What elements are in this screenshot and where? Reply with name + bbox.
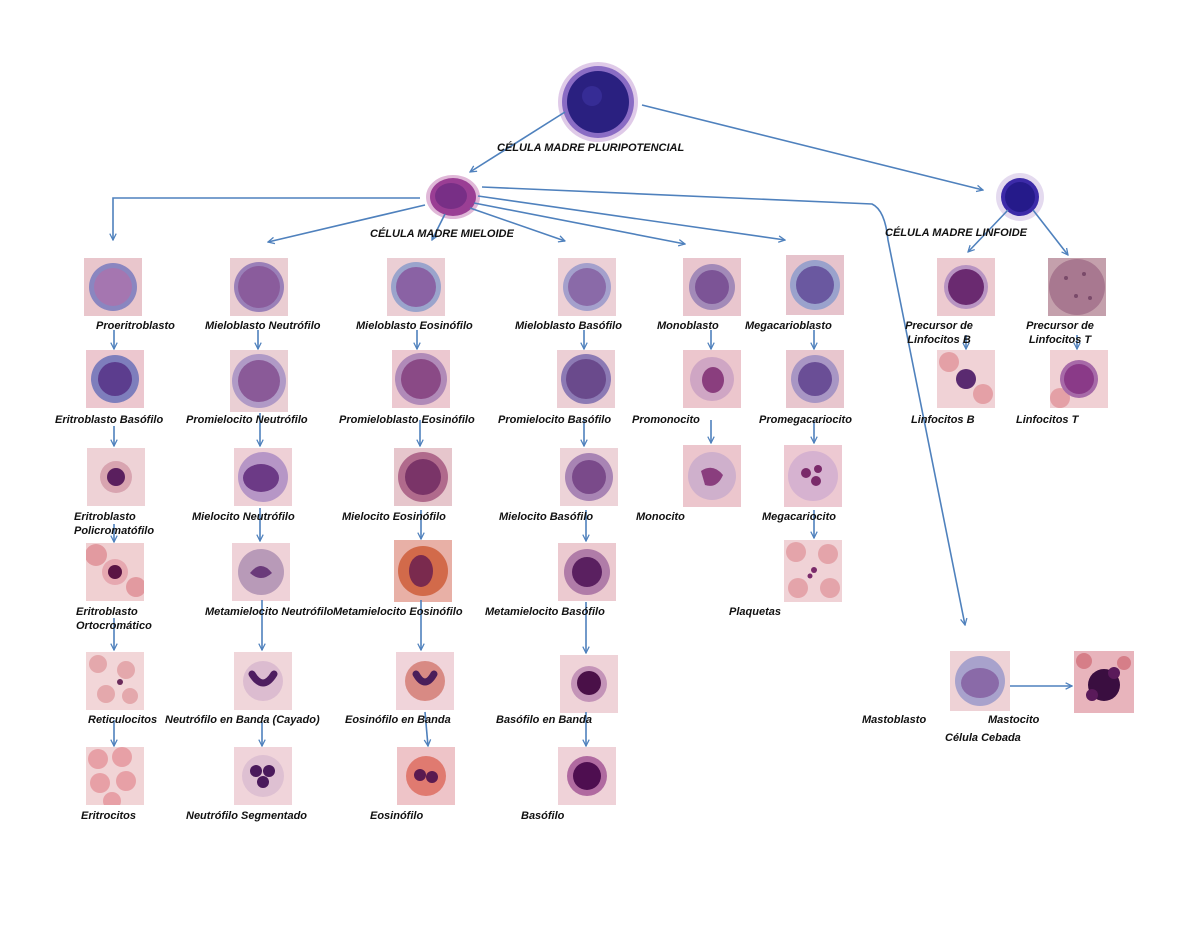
b-lymphocytes-label: Linfocitos B xyxy=(911,414,975,426)
band-eosinophil-image xyxy=(396,652,454,710)
segmented-neutrophil-image xyxy=(234,747,292,805)
t-lymphocytes-label: Linfocitos T xyxy=(1016,414,1079,426)
neutrophil-metamyelocyte-label: Metamielocito Neutrófilo xyxy=(205,606,334,618)
arrow-25 xyxy=(425,711,428,746)
basophil-metamyelocyte-label: Metamielocito Basófilo xyxy=(485,606,605,618)
mastoblast-label: Mastoblasto xyxy=(862,714,927,726)
basophil-myeloblast-image xyxy=(558,258,616,316)
arrow-myeloid-to-neutrophil xyxy=(268,204,426,242)
arrow-pluripotent-to-myeloid xyxy=(470,111,566,172)
neutrophil-myelocyte-label: Mielocito Neutrófilo xyxy=(192,511,295,523)
arrow-myeloid-to-monocyte xyxy=(473,202,685,244)
basophil-image xyxy=(558,747,616,805)
neutrophil-myeloblast-label: Mieloblasto Neutrófilo xyxy=(205,320,321,332)
megakaryoblast-label: Megacarioblasto xyxy=(745,320,832,332)
mastocyte-image xyxy=(1074,651,1134,713)
b-lymphocyte-precursor-image xyxy=(937,258,995,316)
b-lymphocyte-precursor-label: Precursor de Linfocitos B xyxy=(905,320,973,346)
arrow-lymphoid-to-b-precursor xyxy=(968,209,1009,252)
mastoblast-image xyxy=(950,651,1010,711)
band-neutrophil-image xyxy=(234,652,292,710)
arrow-myeloid-to-mast xyxy=(481,186,965,625)
arrow-myeloid-to-megakaryocyte xyxy=(477,195,785,240)
eosinophil-metamyelocyte-label: Metamielocito Eosinófilo xyxy=(333,606,463,618)
band-basophil-image xyxy=(560,655,618,713)
pluripotent-stem-cell-image xyxy=(556,60,640,144)
basophilic-erythroblast-image xyxy=(86,350,144,408)
eosinophil-image xyxy=(397,747,455,805)
t-lymphocyte-precursor-image xyxy=(1048,258,1106,316)
promegakaryocyte-label: Promegacariocito xyxy=(759,414,852,426)
platelets-label: Plaquetas xyxy=(729,606,781,618)
eosinophil-myeloblast-image xyxy=(387,258,445,316)
arrow-pluripotent-to-lymphoid xyxy=(641,104,983,190)
orthochromatic-erythroblast-label: Eritroblasto Ortocromático xyxy=(76,606,152,632)
pluripotent-stem-cell-label: CÉLULA MADRE PLURIPOTENCIAL xyxy=(497,142,685,154)
erythrocytes-label: Eritrocitos xyxy=(81,810,137,822)
neutrophil-promyelocyte-image xyxy=(230,350,288,412)
b-lymphocytes-image xyxy=(937,350,995,408)
platelets-image xyxy=(784,540,842,602)
neutrophil-metamyelocyte-image xyxy=(232,543,290,601)
neutrophil-myeloblast-image xyxy=(230,258,288,316)
neutrophil-promyelocyte-label: Promielocito Neutrófilo xyxy=(186,414,308,426)
eosinophil-promyeloblast-image xyxy=(392,350,450,408)
monocyte-label: Monocito xyxy=(636,511,685,523)
erythrocytes-image xyxy=(86,747,144,805)
arrow-lymphoid-to-t-precursor xyxy=(1032,209,1068,255)
monoblast-label: Monoblasto xyxy=(657,320,719,332)
monoblast-image xyxy=(683,258,741,316)
t-lymphocytes-image xyxy=(1050,350,1108,408)
promonocyte-image xyxy=(683,350,741,408)
polychromatic-erythroblast-image xyxy=(87,448,145,506)
mastocyte-alt-label: Célula Cebada xyxy=(945,732,1021,744)
eosinophil-metamyelocyte-image xyxy=(394,540,452,602)
basophil-promyelocyte-image xyxy=(557,350,615,408)
basophil-label: Basófilo xyxy=(521,810,565,822)
arrow-myeloid-to-basophil xyxy=(469,207,565,241)
basophil-myeloblast-label: Mieloblasto Basófilo xyxy=(515,320,622,332)
eosinophil-promyeloblast-label: Promieloblasto Eosinófilo xyxy=(339,414,475,426)
eosinophil-label: Eosinófilo xyxy=(370,810,424,822)
eosinophil-myelocyte-image xyxy=(394,448,452,506)
basophil-metamyelocyte-image xyxy=(558,543,616,601)
band-neutrophil-label: Neutrófilo en Banda (Cayado) xyxy=(165,714,320,726)
megakaryoblast-image xyxy=(786,255,844,315)
neutrophil-myelocyte-image xyxy=(234,448,292,506)
lymphoid-stem-cell-image xyxy=(995,172,1045,222)
band-basophil-label: Basófilo en Banda xyxy=(496,714,592,726)
megakaryocyte-image xyxy=(784,445,842,507)
eosinophil-myelocyte-label: Mielocito Eosinófilo xyxy=(342,511,446,523)
basophil-myelocyte-image xyxy=(560,448,618,506)
lymphoid-stem-cell-label: CÉLULA MADRE LINFOIDE xyxy=(885,227,1027,239)
basophil-myelocyte-label: Mielocito Basófilo xyxy=(499,511,594,523)
monocyte-image xyxy=(683,445,741,507)
polychromatic-erythroblast-label: Eritroblasto Policromatófilo xyxy=(74,511,155,537)
reticulocytes-image xyxy=(86,652,144,710)
basophil-promyelocyte-label: Promielocito Basófilo xyxy=(498,414,612,426)
orthochromatic-erythroblast-image xyxy=(86,543,144,601)
promonocyte-label: Promonocito xyxy=(632,414,700,426)
promegakaryocyte-image xyxy=(786,350,844,408)
basophilic-erythroblast-label: Eritroblasto Basófilo xyxy=(55,414,164,426)
proerythroblast-label: Proeritroblasto xyxy=(96,320,175,332)
proerythroblast-image xyxy=(84,258,142,316)
mastocyte-label: Mastocito xyxy=(988,714,1040,726)
t-lymphocyte-precursor-label: Precursor de Linfocitos T xyxy=(1026,320,1094,346)
myeloid-stem-cell-image xyxy=(425,174,481,220)
arrow-myeloid-to-eosinophil xyxy=(431,213,446,240)
megakaryocyte-label: Megacariocito xyxy=(762,511,836,523)
myeloid-stem-cell-label: CÉLULA MADRE MIELOIDE xyxy=(370,228,514,240)
arrow-myeloid-to-erythroid xyxy=(113,197,420,240)
band-eosinophil-label: Eosinófilo en Banda xyxy=(345,714,451,726)
reticulocytes-label: Reticulocitos xyxy=(88,714,158,726)
segmented-neutrophil-label: Neutrófilo Segmentado xyxy=(186,810,308,822)
eosinophil-myeloblast-label: Mieloblasto Eosinófilo xyxy=(356,320,473,332)
